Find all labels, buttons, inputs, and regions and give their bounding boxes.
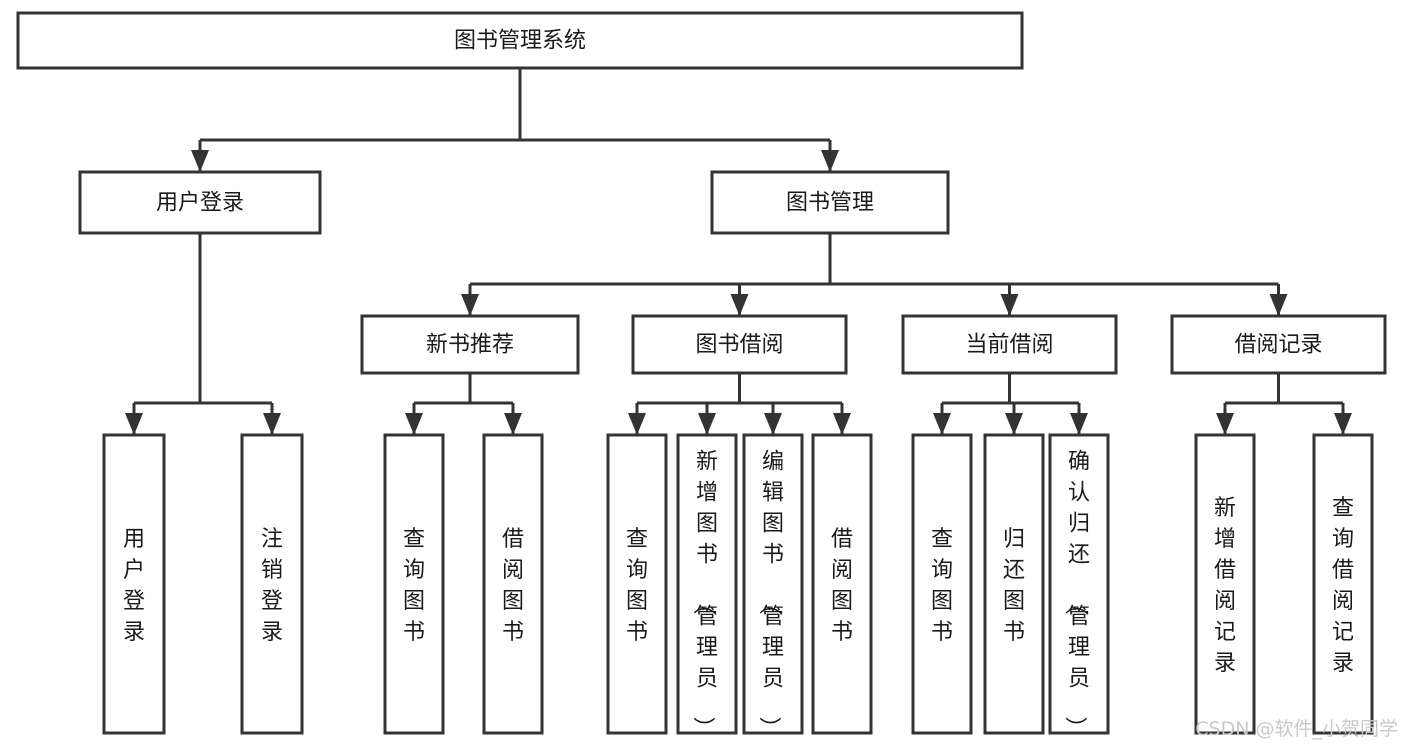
node-box-root[interactable] (16, 11, 1024, 70)
arrow-head-icon (1269, 294, 1288, 316)
node-leaf-confirm-return[interactable]: 确认归还（管理员） (1048, 433, 1110, 739)
node-leaf-query-borrow-record[interactable]: 查询借阅记录 (1312, 433, 1374, 735)
arrow-head-icon (263, 413, 281, 435)
arrow-head-icon (1216, 413, 1234, 435)
node-box-leaf-confirm-return[interactable] (1048, 433, 1110, 735)
node-leaf-query-book-current[interactable]: 查询图书 (911, 433, 973, 735)
arrow-head-icon (461, 294, 479, 316)
node-box-user-login[interactable] (78, 170, 322, 235)
node-label-leaf-add-book: 新增图书（管理员） (690, 450, 718, 739)
arrow-head-icon (764, 413, 782, 435)
node-label-leaf-query-borrow-record: 查询借阅记录 (1332, 496, 1354, 676)
node-leaf-query-book-recommend[interactable]: 查询图书 (383, 433, 445, 735)
node-box-new-book-recommend[interactable] (360, 314, 580, 375)
node-leaf-borrow-book-recommend[interactable]: 借阅图书 (482, 433, 544, 735)
connector-layer (125, 68, 1352, 435)
arrow-head-icon (1005, 413, 1023, 435)
node-leaf-edit-book[interactable]: 编辑图书（管理员） (742, 433, 804, 739)
node-leaf-return-book[interactable]: 归还图书 (983, 433, 1045, 735)
node-book-management[interactable]: 图书管理 (710, 170, 950, 235)
arrow-head-icon (821, 150, 839, 172)
arrow-head-icon (191, 150, 209, 172)
node-label-leaf-add-borrow-record: 新增借阅记录 (1214, 496, 1236, 676)
node-box-book-borrow[interactable] (631, 314, 848, 375)
node-box-borrow-record[interactable] (1170, 314, 1387, 375)
node-box-leaf-edit-book[interactable] (742, 433, 804, 735)
arrow-head-icon (833, 413, 851, 435)
node-box-leaf-query-book-recommend[interactable] (383, 433, 445, 735)
arrow-head-icon (125, 413, 143, 435)
node-box-leaf-query-book-current[interactable] (911, 433, 973, 735)
node-label-book-management: 图书管理 (786, 191, 874, 216)
node-layer: 图书管理系统用户登录图书管理新书推荐图书借阅当前借阅借阅记录用户登录注销登录查询… (16, 11, 1387, 739)
arrow-head-icon (405, 413, 423, 435)
node-borrow-record[interactable]: 借阅记录 (1170, 314, 1387, 375)
node-leaf-borrow-book[interactable]: 借阅图书 (811, 433, 873, 735)
arrow-head-icon (1070, 413, 1088, 435)
node-root[interactable]: 图书管理系统 (16, 11, 1024, 70)
arrow-head-icon (1000, 294, 1019, 316)
node-new-book-recommend[interactable]: 新书推荐 (360, 314, 580, 375)
node-user-login[interactable]: 用户登录 (78, 170, 322, 235)
node-current-borrow[interactable]: 当前借阅 (901, 314, 1118, 375)
node-label-user-login: 用户登录 (156, 191, 244, 216)
node-box-current-borrow[interactable] (901, 314, 1118, 375)
node-label-leaf-user-login: 用户登录 (123, 527, 145, 645)
node-label-leaf-confirm-return: 确认归还（管理员） (1062, 450, 1090, 739)
node-box-leaf-borrow-book-recommend[interactable] (482, 433, 544, 735)
node-book-borrow[interactable]: 图书借阅 (631, 314, 848, 375)
node-label-leaf-query-book-current: 查询图书 (931, 527, 953, 645)
node-leaf-add-borrow-record[interactable]: 新增借阅记录 (1194, 433, 1256, 735)
arrow-head-icon (504, 413, 522, 435)
node-label-leaf-query-book-borrow: 查询图书 (626, 527, 648, 645)
node-label-leaf-query-book-recommend: 查询图书 (403, 527, 425, 645)
node-leaf-user-login[interactable]: 用户登录 (102, 433, 166, 735)
node-leaf-add-book[interactable]: 新增图书（管理员） (676, 433, 738, 739)
node-label-book-borrow: 图书借阅 (695, 333, 783, 358)
node-box-leaf-add-borrow-record[interactable] (1194, 433, 1256, 735)
node-label-leaf-logout: 注销登录 (261, 527, 283, 645)
node-box-leaf-borrow-book[interactable] (811, 433, 873, 735)
node-box-leaf-query-book-borrow[interactable] (606, 433, 668, 735)
node-label-leaf-edit-book: 编辑图书（管理员） (756, 450, 784, 739)
arrow-head-icon (730, 294, 749, 316)
node-label-borrow-record: 借阅记录 (1234, 333, 1322, 358)
node-box-leaf-return-book[interactable] (983, 433, 1045, 735)
arrow-head-icon (628, 413, 646, 435)
node-box-leaf-logout[interactable] (240, 433, 304, 735)
node-box-leaf-add-book[interactable] (676, 433, 738, 735)
arrow-head-icon (1334, 413, 1352, 435)
arrow-head-icon (698, 413, 716, 435)
node-leaf-logout[interactable]: 注销登录 (240, 433, 304, 735)
node-leaf-query-book-borrow[interactable]: 查询图书 (606, 433, 668, 735)
node-label-leaf-borrow-book-recommend: 借阅图书 (502, 527, 524, 645)
watermark-label: CSDN @软件_小贺同学 (1195, 718, 1398, 740)
arrow-head-icon (933, 413, 951, 435)
node-box-book-management[interactable] (710, 170, 950, 235)
node-box-leaf-user-login[interactable] (102, 433, 166, 735)
node-label-leaf-return-book: 归还图书 (1003, 527, 1025, 645)
node-label-current-borrow: 当前借阅 (965, 333, 1053, 358)
node-label-root: 图书管理系统 (454, 29, 586, 54)
node-box-leaf-query-borrow-record[interactable] (1312, 433, 1374, 735)
node-label-new-book-recommend: 新书推荐 (426, 333, 514, 358)
node-label-leaf-borrow-book: 借阅图书 (831, 527, 853, 645)
